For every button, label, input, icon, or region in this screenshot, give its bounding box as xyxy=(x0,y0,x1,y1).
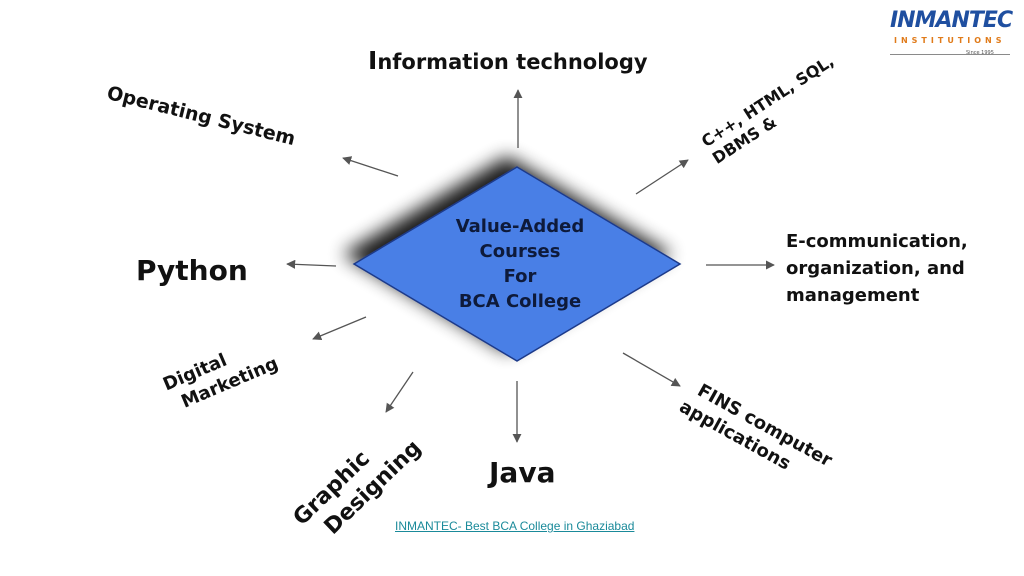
center-line-4: BCA College xyxy=(458,291,582,312)
label-information-technology-rest: nformation technology xyxy=(377,50,648,74)
center-line-2: Courses xyxy=(479,241,561,262)
label-e-communication: E-communication, organization, and manag… xyxy=(786,228,968,309)
center-line-3: For xyxy=(503,266,537,287)
arrow-operating-system xyxy=(342,156,399,177)
center-diamond xyxy=(352,166,682,362)
label-e-comm-line-3: management xyxy=(786,285,920,306)
center-line-1: Value-Added xyxy=(455,216,585,237)
label-e-comm-line-1: E-communication, xyxy=(786,231,968,252)
footer-link[interactable]: INMANTEC- Best BCA College in Ghaziabad xyxy=(395,519,635,533)
label-information-technology: Information technology xyxy=(368,45,648,76)
inmantec-logo: INMANTEC INSTITUTIONS Since 1995 xyxy=(886,8,1014,64)
arrow-cpp-html-sql xyxy=(635,159,689,195)
arrow-python xyxy=(286,259,337,269)
label-information-technology-first: I xyxy=(368,46,378,75)
logo-word: INMANTEC xyxy=(890,8,1013,33)
arrow-fins xyxy=(622,352,681,387)
arrow-digital-marketing xyxy=(312,316,367,341)
label-java: Java xyxy=(489,456,556,489)
label-e-comm-line-2: organization, and xyxy=(786,258,965,279)
center-label: Value-Added Courses For BCA College xyxy=(420,214,620,314)
label-python: Python xyxy=(136,254,248,287)
arrow-graphic-designing xyxy=(385,371,414,413)
logo-sub: INSTITUTIONS xyxy=(894,36,1006,45)
logo-since: Since 1995 xyxy=(966,50,994,56)
logo-rule xyxy=(890,54,1010,55)
